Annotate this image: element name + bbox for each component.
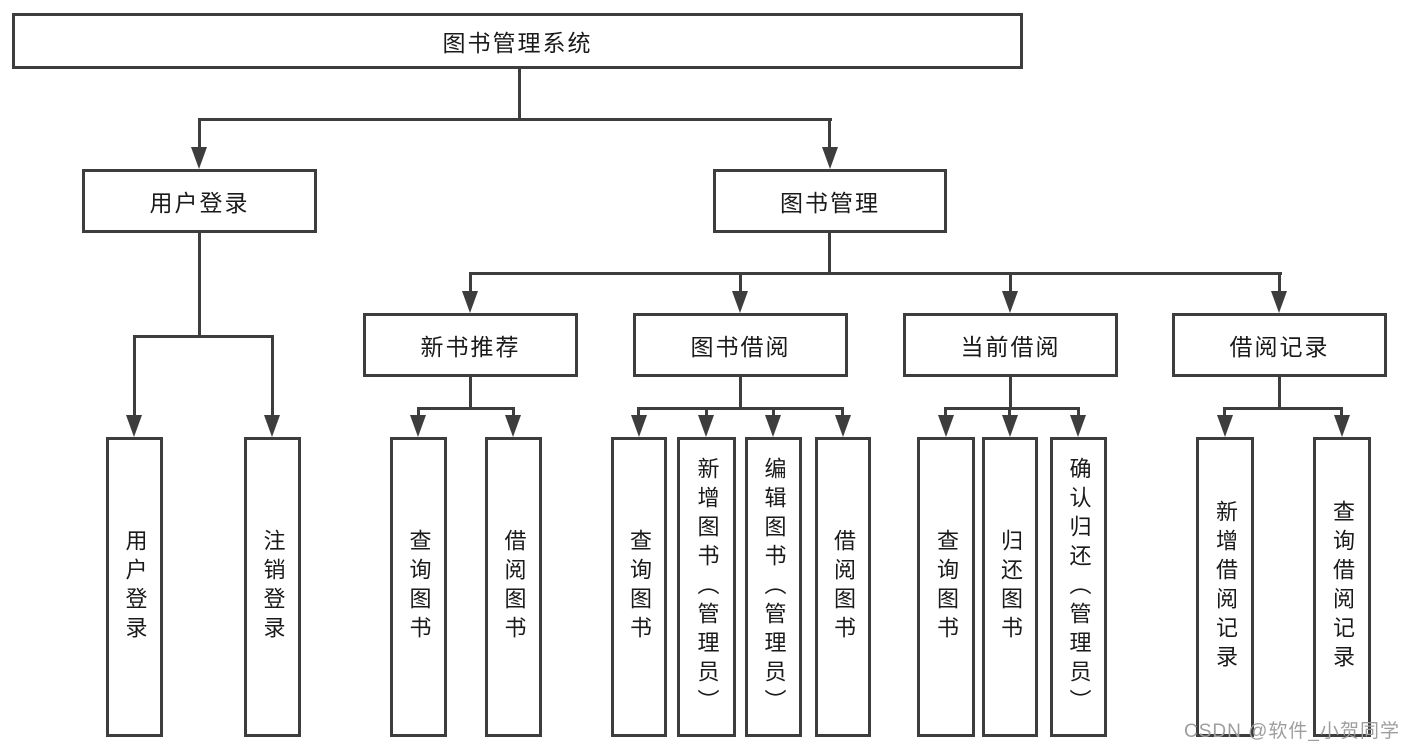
leaf-borrow-add-books-admin: 新增图书（管理员） bbox=[677, 437, 736, 737]
node-label: 新书推荐 bbox=[420, 334, 521, 360]
node-label: 图书管理系统 bbox=[442, 30, 593, 56]
node-new-book-recommendation: 新书推荐 bbox=[363, 313, 578, 377]
connector-line bbox=[637, 407, 640, 415]
connector-line bbox=[944, 407, 947, 415]
node-label: 图书管理 bbox=[780, 190, 880, 216]
connector-line bbox=[469, 272, 472, 291]
connector-line bbox=[417, 407, 420, 415]
leaf-label: 注销登录 bbox=[260, 529, 286, 645]
leaf-logout: 注销登录 bbox=[244, 437, 301, 737]
connector-line bbox=[198, 118, 201, 147]
leaf-label: 借阅图书 bbox=[831, 529, 856, 645]
connector-line bbox=[1077, 407, 1080, 415]
node-borrowing-records: 借阅记录 bbox=[1172, 313, 1387, 377]
arrowhead-down-icon bbox=[631, 415, 647, 437]
leaf-current-query-books: 查询图书 bbox=[917, 437, 975, 737]
leaf-user-login: 用户登录 bbox=[106, 437, 163, 737]
connector-line bbox=[469, 272, 1282, 275]
node-book-management: 图书管理 bbox=[713, 169, 947, 233]
leaf-label: 确认归还（管理员） bbox=[1066, 456, 1092, 718]
arrowhead-down-icon bbox=[698, 415, 714, 437]
connector-line bbox=[739, 272, 742, 291]
arrowhead-down-icon bbox=[835, 415, 851, 437]
connector-line bbox=[1008, 407, 1011, 415]
connector-line bbox=[133, 335, 136, 415]
leaf-label: 查询图书 bbox=[627, 529, 652, 645]
connector-line bbox=[417, 407, 515, 410]
arrowhead-down-icon bbox=[1217, 415, 1233, 437]
leaf-current-return-books: 归还图书 bbox=[982, 437, 1038, 737]
connector-line bbox=[772, 407, 775, 415]
connector-line bbox=[1223, 407, 1226, 415]
arrowhead-down-icon bbox=[1070, 415, 1086, 437]
arrowhead-down-icon bbox=[822, 147, 838, 169]
leaf-label: 归还图书 bbox=[998, 529, 1023, 645]
node-label: 图书借阅 bbox=[690, 334, 791, 360]
leaf-borrow-borrow-books: 借阅图书 bbox=[815, 437, 871, 737]
connector-line bbox=[469, 377, 472, 410]
node-label: 借阅记录 bbox=[1229, 334, 1330, 360]
arrowhead-down-icon bbox=[1334, 415, 1350, 437]
connector-line bbox=[705, 407, 708, 415]
connector-line bbox=[739, 377, 742, 410]
leaf-recommend-borrow-books: 借阅图书 bbox=[485, 437, 542, 737]
arrowhead-down-icon bbox=[462, 291, 478, 313]
node-current-borrowing: 当前借阅 bbox=[903, 313, 1118, 377]
connector-line bbox=[1009, 377, 1012, 410]
arrowhead-down-icon bbox=[732, 291, 748, 313]
connector-line bbox=[1340, 407, 1343, 415]
arrowhead-down-icon bbox=[765, 415, 781, 437]
connector-line bbox=[828, 118, 831, 147]
connector-line bbox=[1278, 377, 1281, 410]
csdn-watermark: CSDN @软件_小贺同学 bbox=[1184, 721, 1400, 742]
connector-line bbox=[1278, 272, 1281, 291]
arrowhead-down-icon bbox=[191, 147, 207, 169]
leaf-recommend-query-books: 查询图书 bbox=[390, 437, 447, 737]
leaf-label: 查询借阅记录 bbox=[1330, 500, 1355, 674]
arrowhead-down-icon bbox=[938, 415, 954, 437]
leaf-label: 用户登录 bbox=[122, 529, 148, 645]
node-book-borrowing: 图书借阅 bbox=[633, 313, 848, 377]
leaf-records-query-record: 查询借阅记录 bbox=[1313, 437, 1371, 737]
node-user-login: 用户登录 bbox=[82, 169, 317, 233]
node-label: 用户登录 bbox=[149, 190, 250, 216]
leaf-label: 编辑图书（管理员） bbox=[761, 456, 787, 718]
arrowhead-down-icon bbox=[264, 415, 280, 437]
arrowhead-down-icon bbox=[1002, 291, 1018, 313]
connector-line bbox=[1009, 272, 1012, 291]
node-library-management-system: 图书管理系统 bbox=[12, 13, 1023, 69]
connector-line bbox=[841, 407, 844, 415]
arrowhead-down-icon bbox=[1271, 291, 1287, 313]
connector-line bbox=[518, 69, 521, 121]
leaf-records-add-record: 新增借阅记录 bbox=[1196, 437, 1254, 737]
leaf-label: 借阅图书 bbox=[501, 529, 527, 645]
leaf-borrow-query-books: 查询图书 bbox=[611, 437, 667, 737]
leaf-label: 新增图书（管理员） bbox=[694, 456, 720, 718]
node-label: 当前借阅 bbox=[960, 334, 1061, 360]
leaf-label: 新增借阅记录 bbox=[1213, 500, 1238, 674]
connector-line bbox=[512, 407, 515, 415]
arrowhead-down-icon bbox=[1002, 415, 1018, 437]
connector-line bbox=[271, 335, 274, 415]
leaf-borrow-edit-books-admin: 编辑图书（管理员） bbox=[745, 437, 802, 737]
connector-line bbox=[637, 407, 844, 410]
connector-line bbox=[198, 233, 201, 338]
leaf-label: 查询图书 bbox=[934, 529, 959, 645]
leaf-label: 查询图书 bbox=[406, 529, 432, 645]
arrowhead-down-icon bbox=[126, 415, 142, 437]
arrowhead-down-icon bbox=[505, 415, 521, 437]
leaf-current-confirm-return-admin: 确认归还（管理员） bbox=[1050, 437, 1107, 737]
connector-line bbox=[828, 233, 831, 275]
connector-line bbox=[198, 118, 832, 121]
arrowhead-down-icon bbox=[410, 415, 426, 437]
connector-line bbox=[944, 407, 1080, 410]
connector-line bbox=[1223, 407, 1343, 410]
connector-line bbox=[133, 335, 274, 338]
